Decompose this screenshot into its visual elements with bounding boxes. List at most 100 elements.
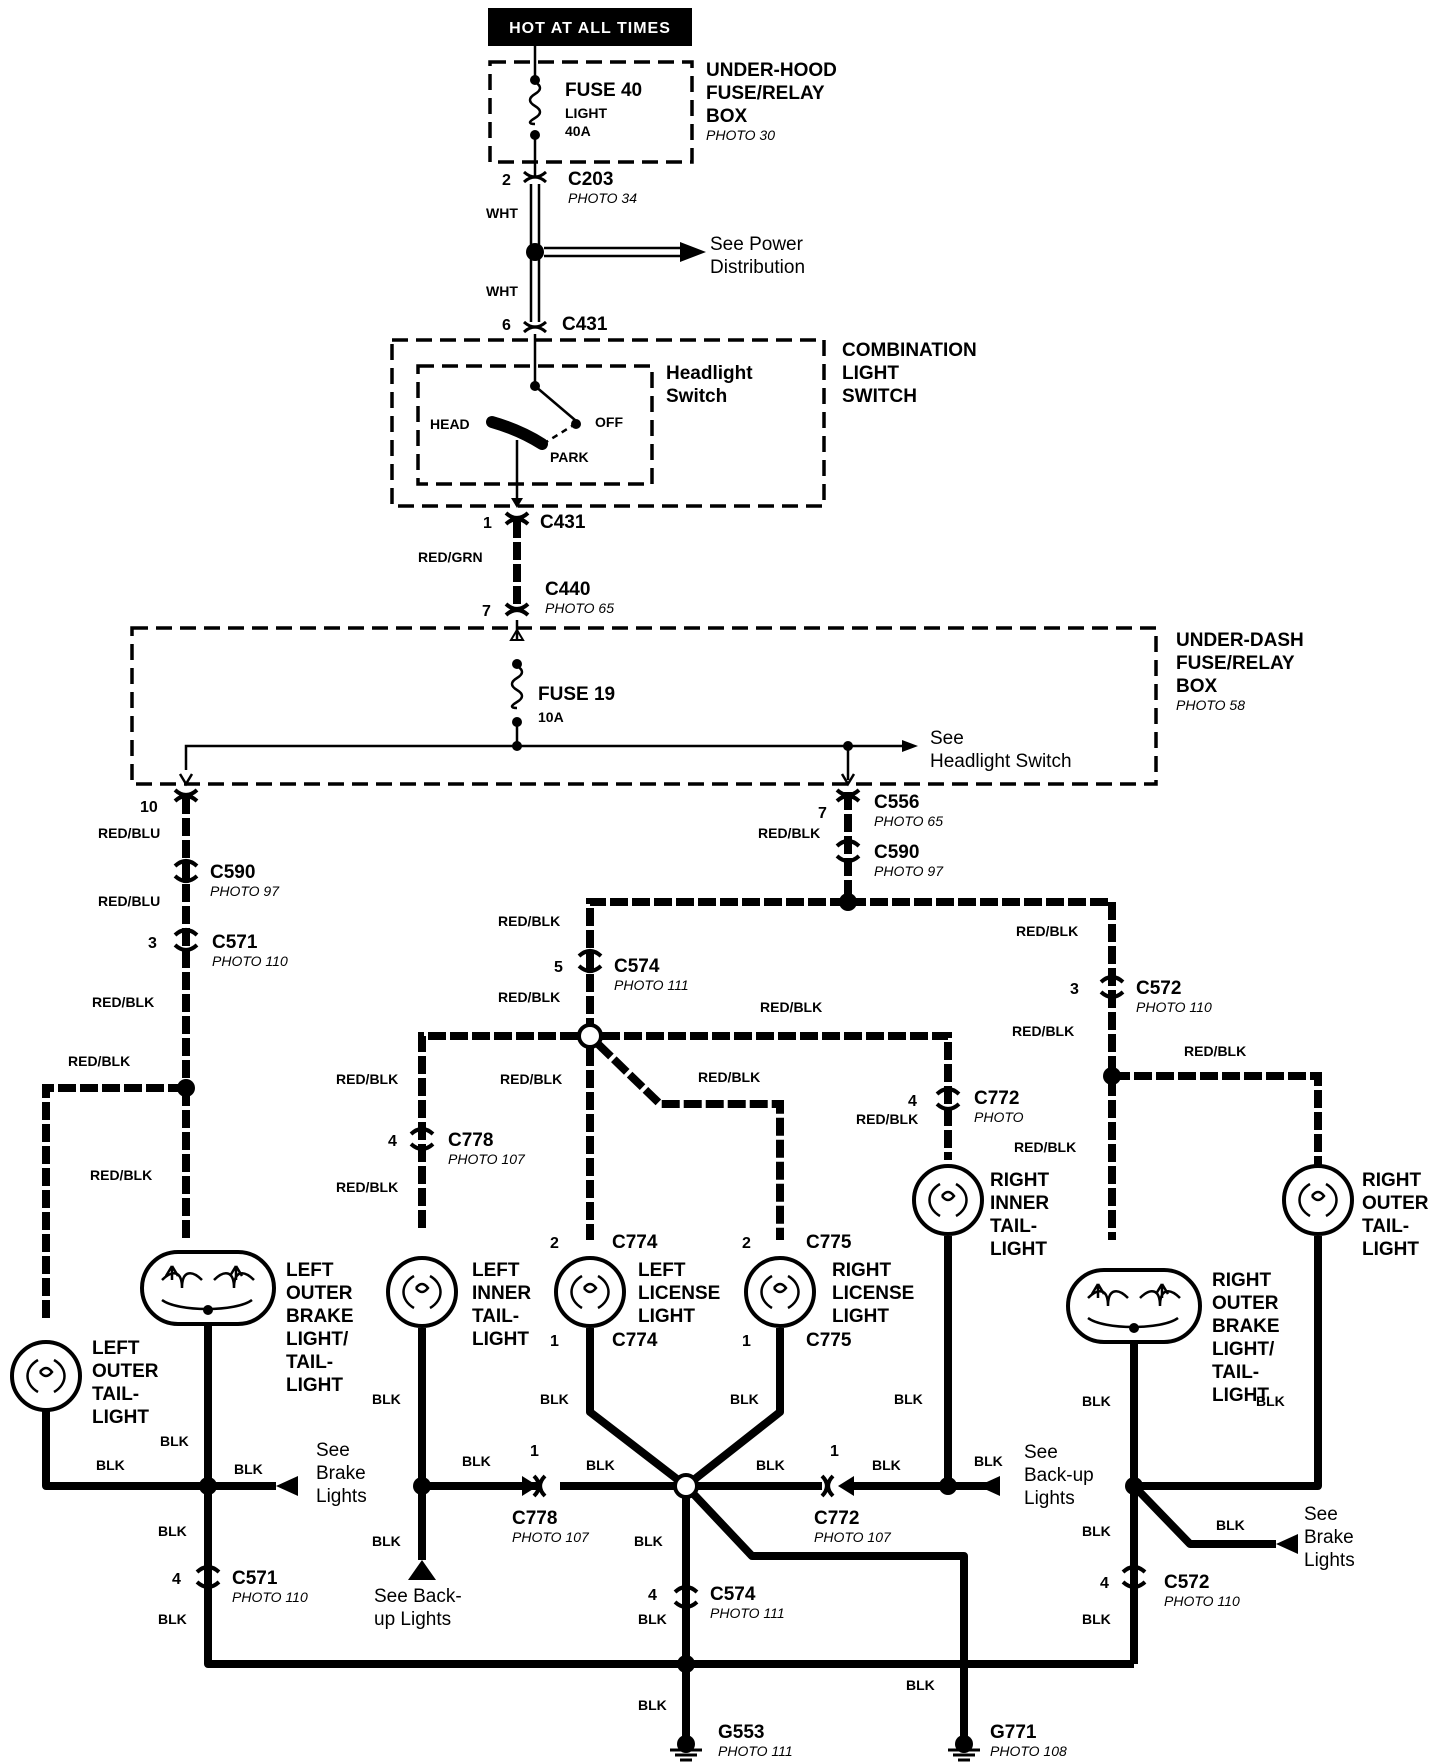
headlight-switch-outline <box>416 364 654 486</box>
c775-bottom-pin: 1 <box>742 1333 751 1350</box>
fuse-40-name: FUSE 40 <box>565 80 642 101</box>
svg-text:LEFT: LEFT <box>638 1260 686 1281</box>
wire-red-blk-label-g: RED/BLK <box>760 999 822 1015</box>
svg-text:OUTER: OUTER <box>1362 1193 1429 1214</box>
c574-top-pin: 5 <box>554 959 563 976</box>
under-hood-label-1: UNDER-HOOD <box>706 60 837 81</box>
right-inner-tail-light-label: RIGHT INNER TAIL- LIGHT <box>990 1170 1050 1260</box>
under-hood-photo: PHOTO 30 <box>706 127 775 143</box>
g553-photo: PHOTO 111 <box>718 1743 793 1759</box>
c440-connector <box>504 602 530 617</box>
headlight-switch-label-2: Switch <box>666 386 727 407</box>
svg-text:BLK: BLK <box>872 1457 901 1473</box>
under-hood-label-3: BOX <box>706 106 748 127</box>
svg-text:LEFT: LEFT <box>472 1260 520 1281</box>
right-outer-branch-wires <box>1099 975 1322 1168</box>
svg-text:HOT AT ALL TIMES: HOT AT ALL TIMES <box>509 20 671 37</box>
c571-bottom-photo: PHOTO 110 <box>232 1589 308 1605</box>
c572-bottom-photo: PHOTO 110 <box>1164 1593 1240 1609</box>
c772-bottom-photo: PHOTO 107 <box>814 1529 892 1545</box>
left-outer-tail-light-bulb <box>10 1340 82 1412</box>
svg-text:LICENSE: LICENSE <box>638 1283 720 1304</box>
svg-text:BRAKE: BRAKE <box>286 1306 354 1327</box>
wire-red-blk-label-c: RED/BLK <box>90 1167 152 1183</box>
svg-text:OUTER: OUTER <box>286 1283 353 1304</box>
see-power-line1: See Power <box>710 234 804 255</box>
left-outer-brake-light-label: LEFT OUTER BRAKE LIGHT/ TAIL- LIGHT <box>286 1260 354 1396</box>
svg-text:BLK: BLK <box>638 1697 667 1713</box>
left-inner-tail-light-label: LEFT INNER TAIL- LIGHT <box>472 1260 531 1350</box>
c774-top-name: C774 <box>612 1232 658 1253</box>
c774-bottom-pin: 1 <box>550 1333 559 1350</box>
under-hood-label-2: FUSE/RELAY <box>706 83 825 104</box>
c778-bottom-photo: PHOTO 107 <box>512 1529 590 1545</box>
c778-top-name: C778 <box>448 1130 493 1151</box>
c571-bottom-connector <box>195 1565 221 1589</box>
c572-top-pin: 3 <box>1070 981 1079 998</box>
fuse-40-line1: LIGHT <box>565 105 607 121</box>
c203-name: C203 <box>568 169 613 190</box>
svg-text:LIGHT/: LIGHT/ <box>286 1329 349 1350</box>
svg-text:TAIL-: TAIL- <box>472 1306 519 1327</box>
c778-bottom-name: C778 <box>512 1508 557 1529</box>
c440-name: C440 <box>545 579 590 600</box>
svg-text:RIGHT: RIGHT <box>990 1170 1050 1191</box>
svg-text:BLK: BLK <box>462 1453 491 1469</box>
under-dash-label-2: FUSE/RELAY <box>1176 653 1295 674</box>
c203-photo: PHOTO 34 <box>568 190 637 206</box>
wire-red-blk-label-l: RED/BLK <box>856 1111 918 1127</box>
headlight-switch-label-1: Headlight <box>666 363 753 384</box>
c574-top-connector <box>577 949 603 973</box>
c778-top-photo: PHOTO 107 <box>448 1151 526 1167</box>
c571-top-pin: 3 <box>148 935 157 952</box>
svg-text:BLK: BLK <box>1082 1393 1111 1409</box>
c431-bottom-pin: 1 <box>483 515 492 532</box>
c571-bottom-pin: 4 <box>172 1571 181 1588</box>
c778-top-pin: 4 <box>388 1133 397 1150</box>
wire-red-grn-label: RED/GRN <box>418 549 483 565</box>
c775-top-pin: 2 <box>742 1235 751 1252</box>
wire-red-blk-label-b: RED/BLK <box>68 1053 130 1069</box>
switch-head-label: HEAD <box>430 416 470 432</box>
svg-text:LIGHT: LIGHT <box>638 1306 695 1327</box>
c440-photo: PHOTO 65 <box>545 600 614 616</box>
ground-g771-icon <box>948 1735 980 1762</box>
svg-text:BLK: BLK <box>540 1391 569 1407</box>
switch-park-label: PARK <box>550 449 589 465</box>
ground-blk-wires <box>42 1236 1322 1744</box>
svg-text:TAIL-: TAIL- <box>990 1216 1037 1237</box>
svg-text:See: See <box>1304 1504 1338 1525</box>
c772-bottom-name: C772 <box>814 1508 859 1529</box>
wire-red-blu-label-1: RED/BLU <box>98 825 160 841</box>
svg-text:LIGHT: LIGHT <box>832 1306 889 1327</box>
ground-g553-icon <box>670 1735 702 1762</box>
svg-text:LICENSE: LICENSE <box>832 1283 914 1304</box>
left-inner-tail-light-bulb <box>386 1256 458 1328</box>
wire-red-blk-label-o: RED/BLK <box>1184 1043 1246 1059</box>
c571-top-name: C571 <box>212 932 258 953</box>
see-backup-lights-left: See Back- up Lights <box>374 1586 462 1630</box>
under-dash-fuse-box-outline <box>130 626 1158 786</box>
combination-label-1: COMBINATION <box>842 340 977 361</box>
c574-bottom-name: C574 <box>710 1584 756 1605</box>
switch-off-label: OFF <box>595 414 623 430</box>
c431-bottom-connector <box>504 511 530 526</box>
c590-left-photo: PHOTO 97 <box>210 883 280 899</box>
c774-bottom-name: C774 <box>612 1330 658 1351</box>
c431-top-name: C431 <box>562 314 608 335</box>
wire-red-blu-label-2: RED/BLU <box>98 893 160 909</box>
c203-connector <box>522 170 548 184</box>
svg-text:RIGHT: RIGHT <box>1212 1270 1272 1291</box>
c778-top-connector <box>409 1127 435 1151</box>
c203-pin: 2 <box>502 172 511 189</box>
see-brake-lights-right: See Brake Lights <box>1304 1504 1355 1571</box>
c590-right-name: C590 <box>874 842 919 863</box>
wire-red-blk-label-m: RED/BLK <box>1016 923 1078 939</box>
wire-red-blk-label-i: RED/BLK <box>500 1071 562 1087</box>
svg-text:INNER: INNER <box>990 1193 1049 1214</box>
right-outer-brake-light-lamp <box>1066 1268 1202 1344</box>
svg-text:BLK: BLK <box>160 1433 189 1449</box>
svg-text:BRAKE: BRAKE <box>1212 1316 1280 1337</box>
svg-text:BLK: BLK <box>1082 1611 1111 1627</box>
svg-text:BLK: BLK <box>634 1533 663 1549</box>
